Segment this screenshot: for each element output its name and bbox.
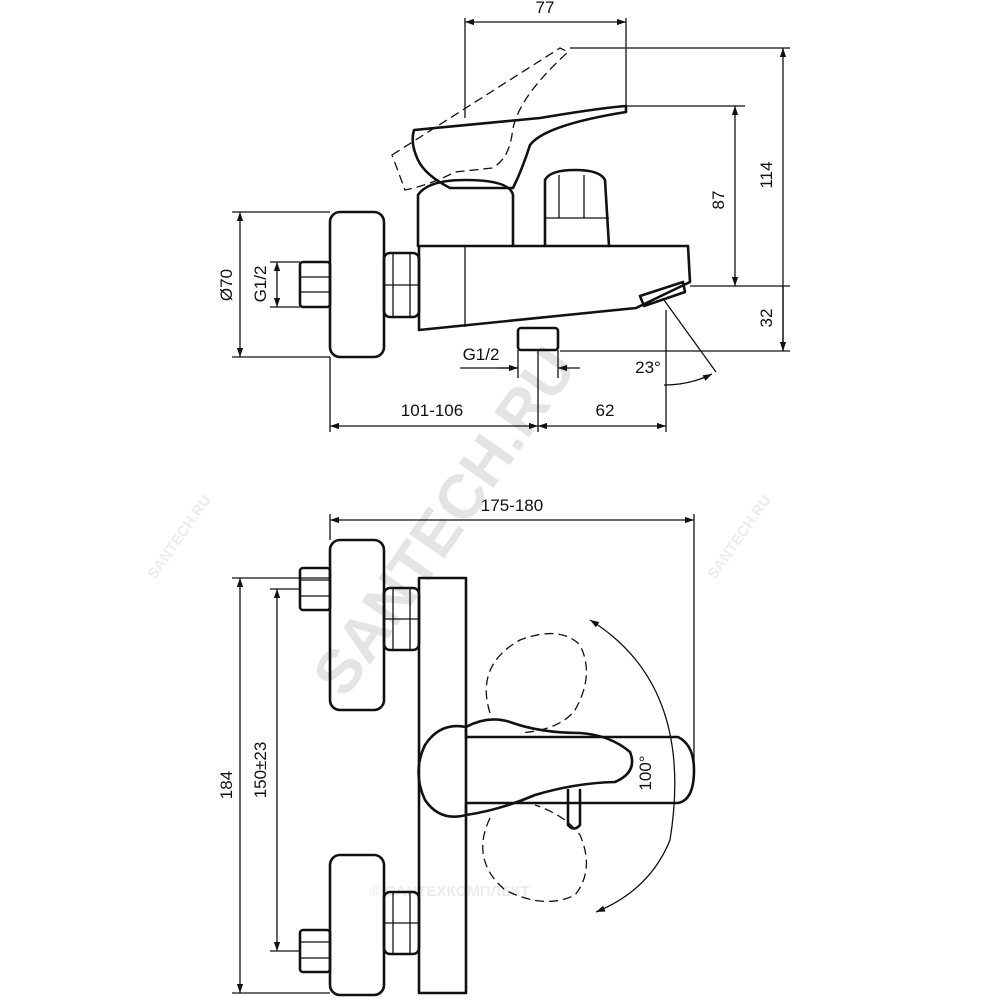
dim-outlet-thread: G1/2 xyxy=(463,345,500,364)
dim-outlet-to-spout: 62 xyxy=(596,401,615,420)
dim-top-width: 77 xyxy=(536,0,555,17)
side-aerator xyxy=(638,280,687,308)
top-lever-pos-up xyxy=(485,632,588,734)
top-lever xyxy=(417,718,634,818)
watermark-right: SANTECH.RU xyxy=(704,492,774,582)
top-body xyxy=(417,576,468,995)
dim-total-height: 184 xyxy=(217,771,236,799)
side-view xyxy=(298,47,692,359)
top-pipe-upper xyxy=(298,566,332,612)
dim-spout-angle: 23° xyxy=(635,358,661,377)
top-dimensions: 175-180 184 150±23 xyxy=(217,496,695,994)
dim-lever-height: 114 xyxy=(757,161,776,188)
top-rotation-arc xyxy=(589,619,676,913)
dim-total-width: 175-180 xyxy=(481,496,543,515)
side-rosette xyxy=(328,210,386,359)
dim-wall-to-outlet: 101-106 xyxy=(401,401,463,420)
side-inlet-pipe xyxy=(298,260,332,309)
side-body-spout xyxy=(417,244,692,332)
watermark-left: SANTECH.RU xyxy=(144,492,214,582)
dim-lever-rotation: 100° xyxy=(636,755,655,790)
side-diverter xyxy=(543,168,611,248)
top-diverter-pin xyxy=(566,788,582,830)
dim-centres: 150±23 xyxy=(251,742,270,799)
side-dimensions: 77 114 87 32 Ø70 G1/2 G1/2 23° xyxy=(217,0,790,432)
top-pipe-lower xyxy=(298,928,332,974)
side-lever-open xyxy=(391,47,570,191)
dim-spout-drop: 32 xyxy=(757,309,776,328)
dim-spout-height: 87 xyxy=(709,191,728,210)
side-cartridge xyxy=(416,178,515,248)
watermark-main: SANTECH.RU xyxy=(300,336,590,709)
side-lever xyxy=(411,104,628,190)
dim-inlet-thread: G1/2 xyxy=(251,266,270,303)
top-lever-pos-down xyxy=(482,804,588,903)
dim-rosette-dia: Ø70 xyxy=(217,269,236,301)
top-rosette-lower xyxy=(328,853,386,997)
